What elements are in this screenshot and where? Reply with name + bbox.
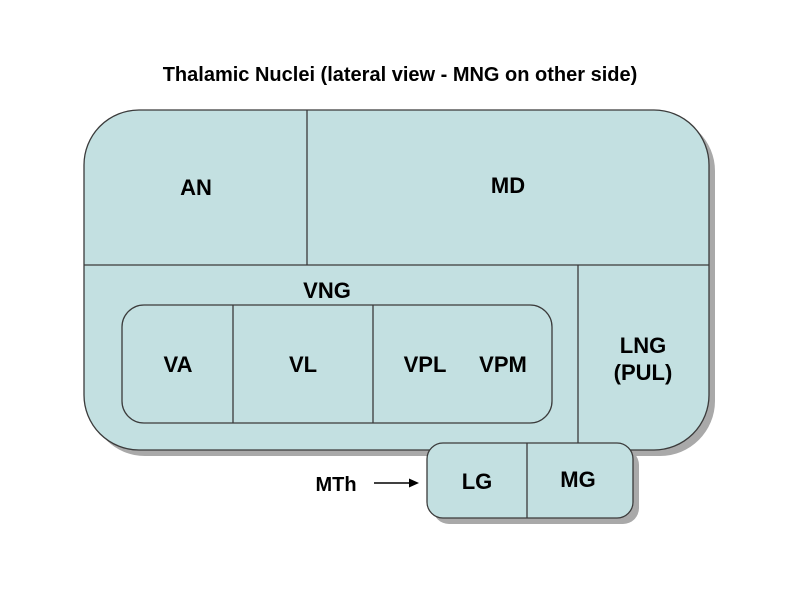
geniculate-box: LG MG	[426, 442, 639, 524]
label-vl: VL	[289, 352, 317, 377]
thalamus-body-outline	[83, 109, 710, 451]
label-vpl: VPL	[404, 352, 447, 377]
geniculate-box-outline	[426, 442, 634, 519]
label-mg: MG	[560, 467, 595, 492]
label-mth: MTh	[315, 474, 356, 496]
label-vng: VNG	[303, 278, 351, 303]
label-va: VA	[164, 352, 193, 377]
vng-inner-box: VA VL VPL VPM	[121, 304, 553, 424]
vng-inner-outline	[121, 304, 553, 424]
diagram-title: Thalamic Nuclei (lateral view - MNG on o…	[163, 64, 638, 86]
thalamus-body: AN MD VNG LNG (PUL)	[83, 109, 715, 456]
label-an: AN	[180, 175, 212, 200]
mth-arrowhead-icon	[409, 478, 419, 488]
label-lng-line1: LNG	[620, 333, 666, 358]
label-vpm: VPM	[479, 352, 527, 377]
mth-annotation: MTh	[315, 474, 419, 496]
label-md: MD	[491, 173, 525, 198]
label-lng-line2: (PUL)	[614, 360, 673, 385]
label-lg: LG	[462, 469, 493, 494]
